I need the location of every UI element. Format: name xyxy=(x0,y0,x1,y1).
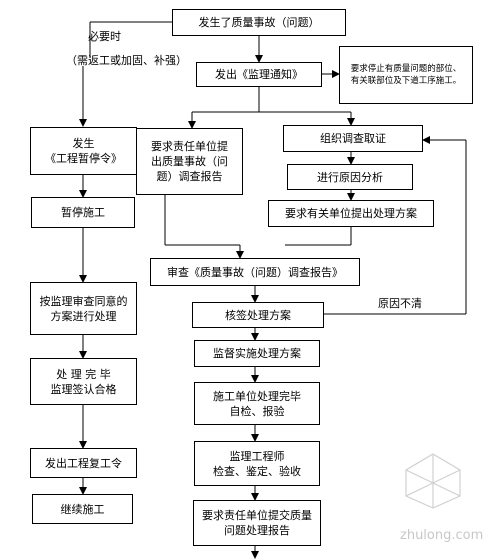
node-report-request: 要求责任单位提 出质量事故（问 题）调查报告 xyxy=(136,128,243,195)
node-incident: 发生了质量事故（问题） xyxy=(172,9,346,36)
node-report-submit: 要求责任单位提交质量 问题处理报告 xyxy=(193,500,321,546)
label-rework: （需返工或加固、补强） xyxy=(66,54,187,67)
node-review-report: 审查《质量事故（问题）调查报告》 xyxy=(150,258,360,286)
node-resume-order: 发出工程复工令 xyxy=(30,448,137,478)
node-stop-order: 发生 《工程暂停令》 xyxy=(30,127,137,175)
node-notice: 发出《监理通知》 xyxy=(196,62,322,87)
node-verify-plan: 核签处理方案 xyxy=(192,302,324,328)
node-suspend: 暂停施工 xyxy=(31,197,135,228)
node-supervise: 监督实施处理方案 xyxy=(194,340,320,367)
label-when-necessary: 必要时 xyxy=(88,30,121,43)
node-handling-done: 处 理 完 毕 监理签认合格 xyxy=(30,358,137,405)
node-analysis: 进行原因分析 xyxy=(287,164,413,190)
node-investigate: 组织调查取证 xyxy=(283,125,423,152)
node-notice-note: 要求停止有质量问题的部位、 有关联部位及下道工序施工。 xyxy=(339,46,473,104)
node-continue: 继续施工 xyxy=(32,494,133,524)
watermark-logo xyxy=(405,453,461,509)
node-self-check: 施工单位处理完毕 自检、报验 xyxy=(194,382,320,425)
node-plan-request: 要求有关单位提出处理方案 xyxy=(268,200,434,227)
watermark-text: zhulong.com xyxy=(400,528,484,543)
node-engineer-check: 监理工程师 检查、鉴定、验收 xyxy=(194,441,320,486)
label-cause-unclear: 原因不清 xyxy=(378,297,422,310)
node-approved-handling: 按监理审查同意的 方案进行处理 xyxy=(30,282,137,335)
